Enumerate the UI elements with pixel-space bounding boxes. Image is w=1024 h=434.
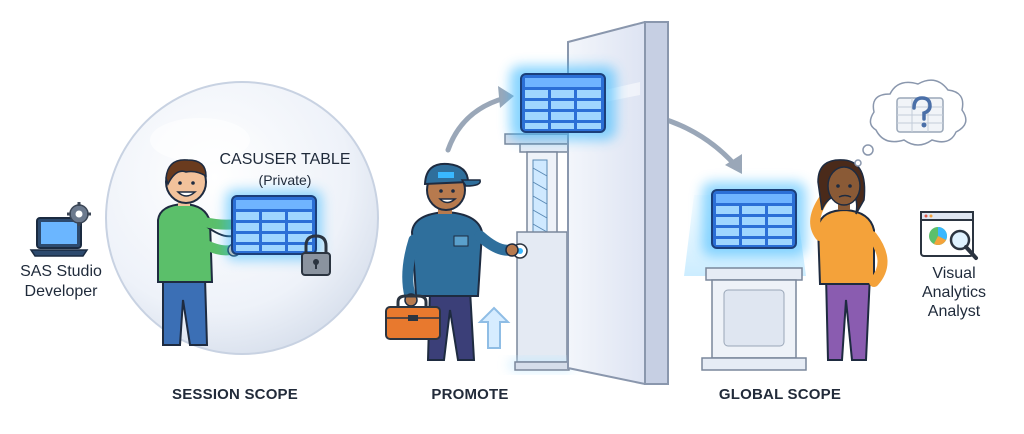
- toolbox-icon: [385, 294, 441, 340]
- question-icon: [912, 96, 932, 128]
- up-arrow-icon: [477, 306, 511, 349]
- technician-figure: [402, 162, 519, 361]
- session-scope-caption: SESSION SCOPE: [172, 386, 298, 403]
- gear-icon: [67, 202, 91, 226]
- global-scope-caption: GLOBAL SCOPE: [718, 386, 842, 403]
- promote-arrow: [445, 95, 508, 153]
- table-title: CASUSER TABLE: [219, 151, 351, 168]
- analyst-figure: [810, 159, 888, 361]
- promoted-table-icon: [510, 66, 616, 140]
- promote-caption: PROMOTE: [431, 386, 509, 403]
- thought-bubble: [854, 79, 967, 167]
- magnifier-icon: [949, 229, 978, 260]
- private-table-icon: [226, 190, 322, 260]
- laptop-icon: [29, 217, 89, 257]
- dashboard-icon: [920, 211, 974, 257]
- developer-figure: [157, 159, 245, 346]
- lock-icon: [301, 234, 331, 276]
- developer-label: SAS Studio Developer: [20, 263, 102, 300]
- analyst-label: Visual Analytics Analyst: [921, 265, 987, 320]
- table-subtitle: (Private): [258, 172, 312, 188]
- global-table-icon: [702, 182, 806, 256]
